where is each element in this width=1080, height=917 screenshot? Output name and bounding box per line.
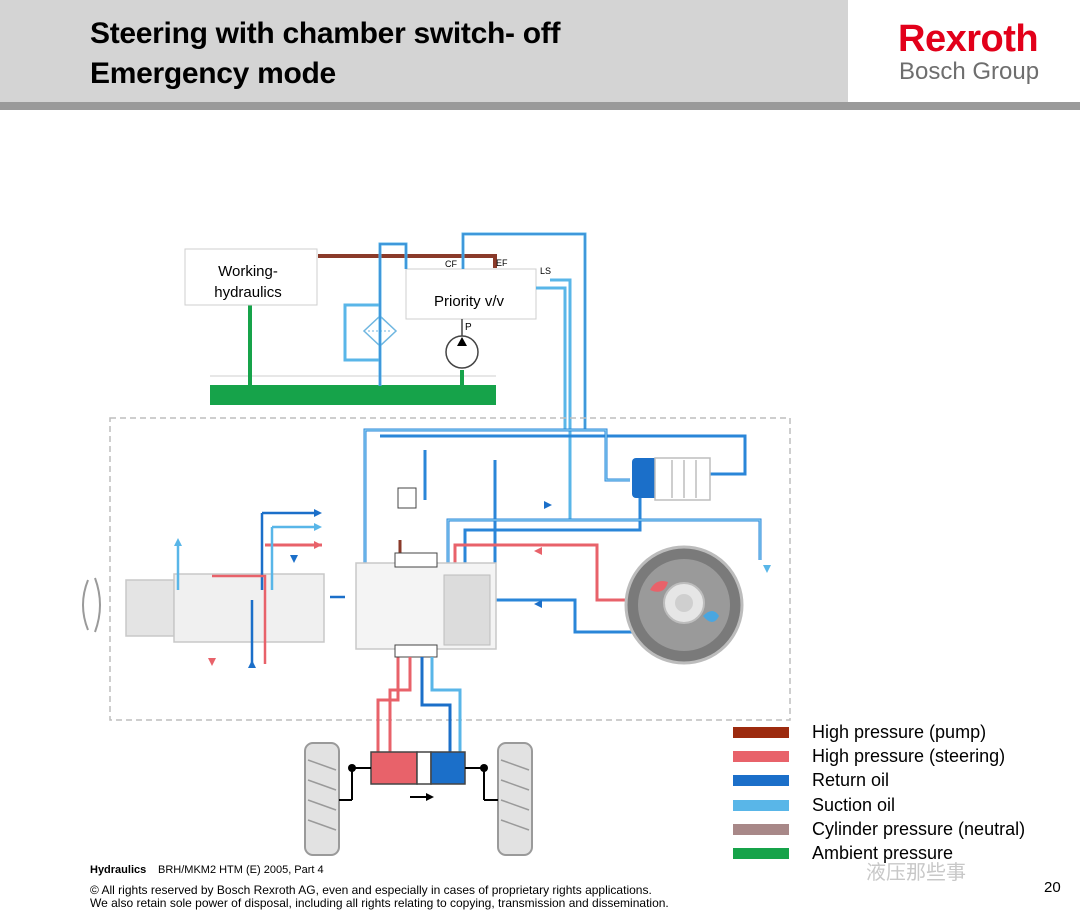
footer-brand: Hydraulics	[90, 864, 147, 876]
wheel-right-icon	[497, 742, 533, 856]
gerotor-return-chamber	[703, 611, 719, 622]
cylinder-left-chamber	[370, 751, 418, 785]
footer-reference: BRH/MKM2 HTM (E) 2005, Part 4	[158, 864, 324, 876]
steering-column-housing	[125, 579, 175, 637]
valve-ports-top	[394, 552, 438, 568]
bosch-group-logo: Bosch Group	[899, 58, 1040, 85]
legend-label: High pressure (steering)	[812, 746, 1006, 766]
gerotor-pressure-chamber	[650, 581, 668, 592]
steering-wheel-rotation-icon	[82, 577, 101, 633]
legend-swatch	[733, 775, 789, 786]
header-divider	[0, 102, 1080, 110]
logo-area	[848, 0, 1080, 102]
legend-label: Suction oil	[812, 795, 896, 815]
pump-arrow-icon	[457, 337, 467, 346]
cylinder-lines	[376, 657, 462, 755]
relief-valve-icon	[397, 487, 417, 509]
steering-body	[173, 573, 325, 643]
priority-valve-label: Priority v/v	[434, 293, 505, 310]
cylinder-rods	[351, 767, 485, 800]
gerotor-shaft-icon	[675, 594, 693, 612]
cylinder-pivot-right	[480, 764, 488, 772]
port-ls-label: LS	[540, 266, 551, 276]
legend-label: Return oil	[812, 770, 890, 790]
watermark: 液压那些事	[866, 862, 966, 884]
suction-lines-top-inner	[379, 233, 586, 430]
valve-spring-icon	[671, 460, 697, 498]
direction-arrow-icon	[426, 793, 434, 801]
legend-swatch	[733, 727, 789, 738]
legend-label: Ambient pressure	[812, 843, 954, 863]
valve-spring-housing	[654, 457, 711, 501]
legend-label: Cylinder pressure (neutral)	[812, 819, 1026, 839]
return-lines-inner	[364, 429, 761, 566]
footer-copyright-line-1: © All rights reserved by Bosch Rexroth A…	[90, 883, 652, 897]
cylinder-right-chamber	[430, 751, 466, 785]
tank	[210, 385, 496, 405]
valve-spool	[443, 574, 491, 646]
steering-arrows	[174, 509, 322, 668]
legend-swatch	[733, 800, 789, 811]
port-p-label: P	[465, 322, 472, 333]
working-hydraulics-label-2: hydraulics	[214, 284, 282, 301]
wheel-left-icon	[304, 742, 340, 856]
steering-body-lines	[176, 511, 345, 665]
footer-copyright-line-2: We also retain sole power of disposal, i…	[90, 896, 669, 910]
page-title-line-2: Emergency mode	[90, 57, 336, 90]
page-number: 20	[1044, 879, 1061, 896]
legend-swatch	[733, 848, 789, 859]
legend-label: High pressure (pump)	[812, 722, 987, 742]
flow-arrows	[534, 501, 771, 608]
working-hydraulics-box	[184, 248, 318, 306]
rexroth-logo: Rexroth	[898, 18, 1039, 60]
header-bar	[0, 0, 848, 102]
cylinder-piston	[416, 751, 432, 785]
valve-ports-bottom	[394, 644, 438, 658]
port-cf-label: CF	[445, 259, 457, 269]
port-ef-label: EF	[496, 258, 508, 268]
page-title-line-1: Steering with chamber switch- off	[90, 17, 561, 50]
working-hydraulics-label-1: Working-	[218, 263, 278, 280]
legend-swatch	[733, 824, 789, 835]
cylinder-pivot-left	[348, 764, 356, 772]
pump-pressure-line	[318, 254, 497, 268]
legend-swatch	[733, 751, 789, 762]
wheel-tread	[307, 759, 530, 831]
priority-valve-box	[405, 268, 537, 320]
